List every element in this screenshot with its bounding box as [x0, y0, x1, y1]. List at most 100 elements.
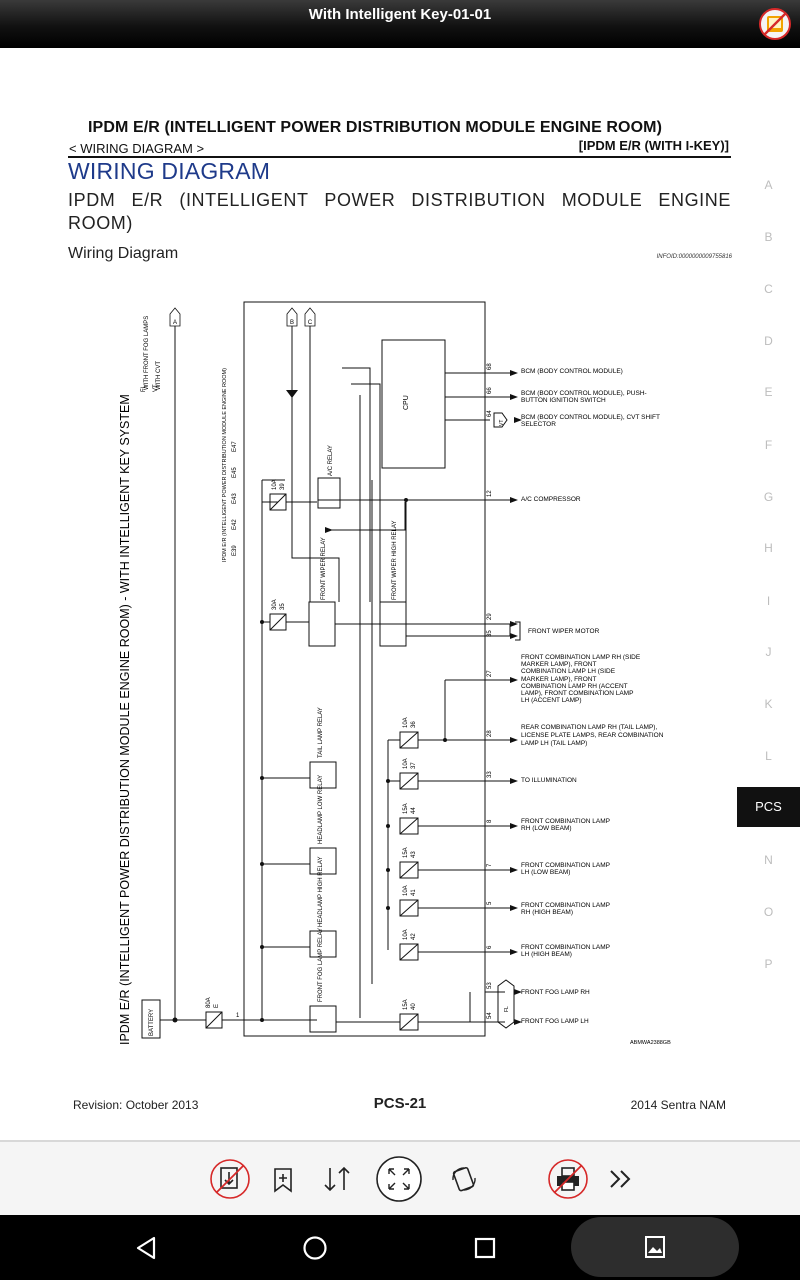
print-icon [548, 1159, 588, 1199]
pin-12: 12 [487, 490, 493, 497]
rotate-button[interactable] [441, 1156, 487, 1202]
fuse-41-amp: 10A [403, 885, 409, 896]
output-label-33: TO ILLUMINATION [521, 777, 577, 784]
pin-6: 6 [487, 945, 493, 949]
index-pcs[interactable]: PCS [737, 787, 800, 827]
screenshot-icon[interactable] [637, 1229, 673, 1265]
pin-29: 29 [487, 613, 493, 620]
output-label-54: FRONT FOG LAMP LH [521, 1018, 589, 1025]
output-label-7: FRONT COMBINATION LAMP LH (LOW BEAM) [521, 862, 610, 876]
index-g[interactable]: G [763, 490, 774, 504]
fuse-40-id: 40 [411, 1003, 417, 1010]
print-button[interactable] [545, 1156, 591, 1202]
connector-e47: E47 [232, 441, 238, 452]
output-label-64: BCM (BODY CONTROL MODULE), CVT SHIFT SEL… [521, 414, 660, 428]
more-icon [610, 1170, 631, 1188]
index-n[interactable]: N [764, 853, 773, 867]
fuse-36-id: 36 [411, 721, 417, 728]
fuse-37-id: 37 [411, 762, 417, 769]
pin-8: 8 [487, 819, 493, 823]
index-k[interactable]: K [764, 697, 773, 711]
relay-headlamp-high: HEADLAMP HIGH RELAY [318, 857, 324, 927]
index-o[interactable]: O [763, 905, 774, 919]
connector-e42: E42 [232, 519, 238, 530]
pin-68: 68 [487, 363, 493, 370]
side-title: IPDM E/R (INTELLIGENT POWER DISTRIBUTION… [118, 394, 132, 1045]
download-button[interactable] [207, 1156, 253, 1202]
legend-vt-text: WITH CVT [156, 361, 162, 390]
index-p[interactable]: P [764, 957, 773, 971]
index-e[interactable]: E [764, 385, 773, 399]
wiring-diagram: A B C IPDM E/R (INTELLIGENT POWER DISTRI… [118, 301, 671, 1046]
legend-vt-terminal: VT [499, 420, 505, 426]
fuse-36-amp: 10A [403, 717, 409, 728]
diagram-code: ABMWA2388GB [630, 1040, 671, 1046]
relay-front-fog: FRONT FOG LAMP RELAY [318, 928, 324, 1002]
window-title: With Intelligent Key-01-01 [308, 6, 492, 23]
pin-one: 1 [236, 1013, 240, 1019]
fuse-40-amp: 15A [403, 999, 409, 1010]
page-number: PCS-21 [373, 1095, 427, 1112]
recents-icon[interactable] [467, 1230, 503, 1266]
index-i[interactable]: I [766, 594, 771, 608]
fuse-42-id: 42 [411, 933, 417, 940]
marker-b: B [290, 320, 294, 326]
module-vertical-label: IPDM E/R (INTELLIGENT POWER DISTRIBUTION… [222, 368, 228, 562]
relay-front-wiper-high: FRONT WIPER HIGH RELAY [392, 521, 398, 600]
sort-icon [324, 1166, 350, 1192]
pin-28: 28 [487, 730, 493, 737]
index-b[interactable]: B [764, 230, 773, 244]
legend-vt: VT [153, 384, 159, 392]
pin-54: 54 [487, 1012, 493, 1019]
index-c[interactable]: C [764, 282, 773, 296]
section-title: WIRING DIAGRAM [68, 158, 271, 184]
fuse-35-amp: 30A [272, 599, 278, 610]
connector-e43: E43 [232, 493, 238, 504]
sub-section-label: [IPDM E/R (WITH I-KEY)] [578, 138, 729, 153]
fuse-44-id: 44 [411, 807, 417, 814]
legend-fl: FL [141, 384, 147, 392]
sort-button[interactable] [314, 1156, 360, 1202]
fuse-35-id: 35 [280, 603, 286, 610]
header-divider [68, 156, 731, 158]
fuse-44-amp: 15A [403, 803, 409, 814]
index-d[interactable]: D [764, 334, 773, 348]
main-fuse-id: E [214, 1004, 220, 1008]
index-h[interactable]: H [764, 541, 773, 555]
output-label-68: BCM (BODY CONTROL MODULE) [521, 368, 623, 375]
index-a[interactable]: A [764, 178, 773, 192]
fit-screen-button[interactable] [375, 1155, 423, 1203]
more-button[interactable] [598, 1156, 644, 1202]
pin-64: 64 [487, 410, 493, 417]
index-f[interactable]: F [764, 438, 773, 452]
fuse-41-id: 41 [411, 889, 417, 896]
note-disabled-icon[interactable] [758, 7, 792, 41]
home-icon[interactable] [297, 1230, 333, 1266]
output-label-6: FRONT COMBINATION LAMP LH (HIGH BEAM) [521, 944, 610, 958]
breadcrumb: < WIRING DIAGRAM > [69, 141, 205, 156]
fuse-43-id: 43 [411, 851, 417, 858]
bottom-toolbar [0, 1140, 800, 1215]
output-label-12: A/C COMPRESSOR [521, 496, 581, 503]
bookmark-add-button[interactable] [260, 1156, 306, 1202]
download-icon [210, 1159, 250, 1199]
pin-66: 66 [487, 387, 493, 394]
index-l[interactable]: L [765, 749, 772, 763]
index-j[interactable]: J [765, 645, 772, 659]
legend-fl-text: WITH FRONT FOG LAMPS [144, 316, 150, 390]
diagram-label: Wiring Diagram [68, 245, 179, 262]
connector-e39: E39 [232, 545, 238, 556]
marker-c: C [308, 320, 313, 326]
output-label-5: FRONT COMBINATION LAMP RH (HIGH BEAM) [521, 902, 610, 916]
legend-fl-terminal: FL [504, 1006, 510, 1012]
back-icon[interactable] [128, 1230, 164, 1266]
output-label-27: FRONT COMBINATION LAMP RH (SIDE MARKER L… [521, 654, 641, 705]
fit-screen-icon [376, 1156, 422, 1202]
connector-e45: E45 [232, 467, 238, 478]
wiper-motor-label: FRONT WIPER MOTOR [528, 628, 600, 635]
revision-text: Revision: October 2013 [73, 1098, 199, 1112]
fuse-39-id: 39 [280, 483, 286, 490]
relay-front-wiper: FRONT WIPER RELAY [321, 537, 327, 600]
screenshot-pill[interactable] [571, 1217, 739, 1277]
marker-a: A [173, 320, 177, 326]
